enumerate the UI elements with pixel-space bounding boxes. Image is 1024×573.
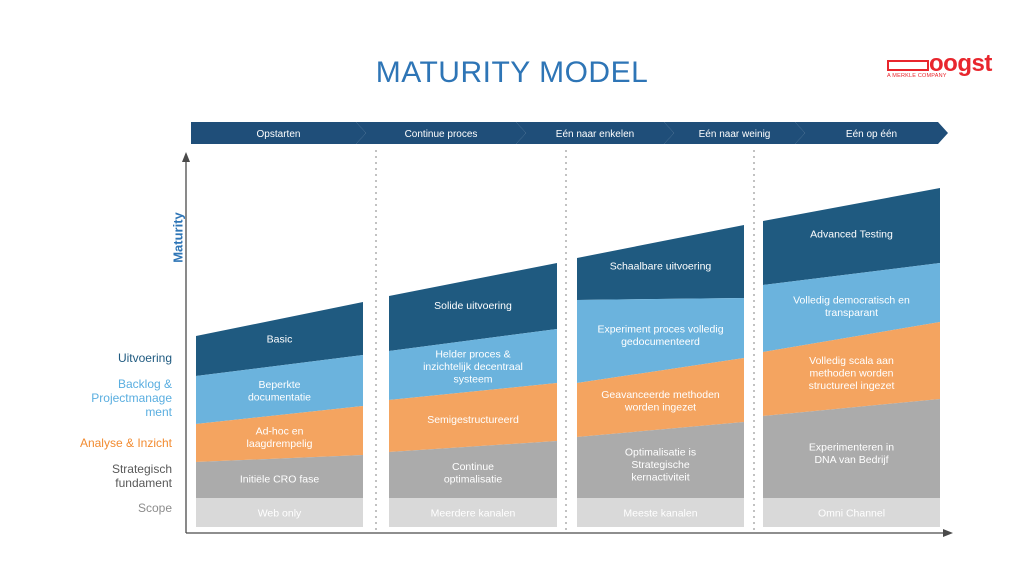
band-label-uitvoering-col1: Basic xyxy=(267,334,293,346)
band-label-analyse-col2: Semigestructureerd xyxy=(427,414,519,426)
band-scope-col3 xyxy=(577,498,744,527)
band-label-scope-col2: Meerdere kanalen xyxy=(431,508,516,520)
band-label-scope-col4: Omni Channel xyxy=(818,508,885,520)
band-scope-col1 xyxy=(196,498,363,527)
stage-label-2: Continue proces xyxy=(405,129,478,140)
maturity-bands xyxy=(196,188,940,527)
logo-tagline: A MERKLE COMPANY xyxy=(887,73,947,79)
stage-arrow-1 xyxy=(191,122,366,144)
y-axis-label: Maturity xyxy=(170,212,186,263)
band-uitvoering-col3 xyxy=(577,225,744,300)
band-fundament-col1 xyxy=(196,455,363,498)
x-axis-arrow-icon xyxy=(943,529,953,537)
band-backlog-col4 xyxy=(763,263,940,352)
band-fundament-col2 xyxy=(389,441,557,498)
band-scope-col4 xyxy=(763,498,940,527)
stage-label-5: Eén op één xyxy=(846,129,897,140)
band-uitvoering-col4 xyxy=(763,188,940,285)
column-dividers xyxy=(375,150,755,532)
band-scope-col2 xyxy=(389,498,557,527)
row-label-4: Strategisch fundament xyxy=(111,462,172,490)
band-uitvoering-col2 xyxy=(389,263,557,351)
band-backlog-col1 xyxy=(196,355,363,424)
band-label-scope-col3: Meeste kanalen xyxy=(623,508,697,520)
stage-arrow-3 xyxy=(516,122,674,144)
band-uitvoering-col1 xyxy=(196,302,363,376)
band-backlog-col3 xyxy=(577,298,744,383)
band-analyse-col1 xyxy=(196,406,363,462)
page-title: MATURITY MODEL xyxy=(375,56,649,89)
stage-arrow-5 xyxy=(795,122,948,144)
band-fundament-col4 xyxy=(763,399,940,498)
stage-arrow-4 xyxy=(664,122,805,144)
oogst-logo: oogst A MERKLE COMPANY xyxy=(887,50,992,86)
row-label-2: Backlog & Projectmanage ment xyxy=(91,377,172,419)
stage-label-3: Eén naar enkelen xyxy=(556,129,634,140)
axes xyxy=(182,152,953,537)
band-analyse-col3 xyxy=(577,358,744,437)
stage-label-1: Opstarten xyxy=(257,129,301,140)
row-label-1: Uitvoering xyxy=(117,351,172,365)
band-label-uitvoering-col3: Schaalbare uitvoering xyxy=(610,261,712,273)
logo-word: oogst xyxy=(929,50,992,77)
band-label-fundament-col1: Initiële CRO fase xyxy=(240,473,320,485)
band-analyse-col2 xyxy=(389,383,557,452)
band-label-uitvoering-col4: Advanced Testing xyxy=(810,229,893,241)
stage-arrows: Opstarten Continue proces Eén naar enkelen… xyxy=(191,122,948,144)
band-backlog-col2 xyxy=(389,329,557,400)
band-fundament-col3 xyxy=(577,422,744,498)
row-label-3: Analyse & Inzicht xyxy=(79,436,172,450)
band-label-uitvoering-col2: Solide uitvoering xyxy=(434,300,512,312)
stage-arrow-2 xyxy=(356,122,526,144)
y-axis-arrow-icon xyxy=(182,152,190,162)
row-label-5: Scope xyxy=(137,501,172,515)
band-analyse-col4 xyxy=(763,322,940,416)
band-label-scope-col1: Web only xyxy=(258,508,302,520)
logo-box-icon xyxy=(887,60,929,71)
stage-label-4: Eén naar weinig xyxy=(699,129,771,140)
